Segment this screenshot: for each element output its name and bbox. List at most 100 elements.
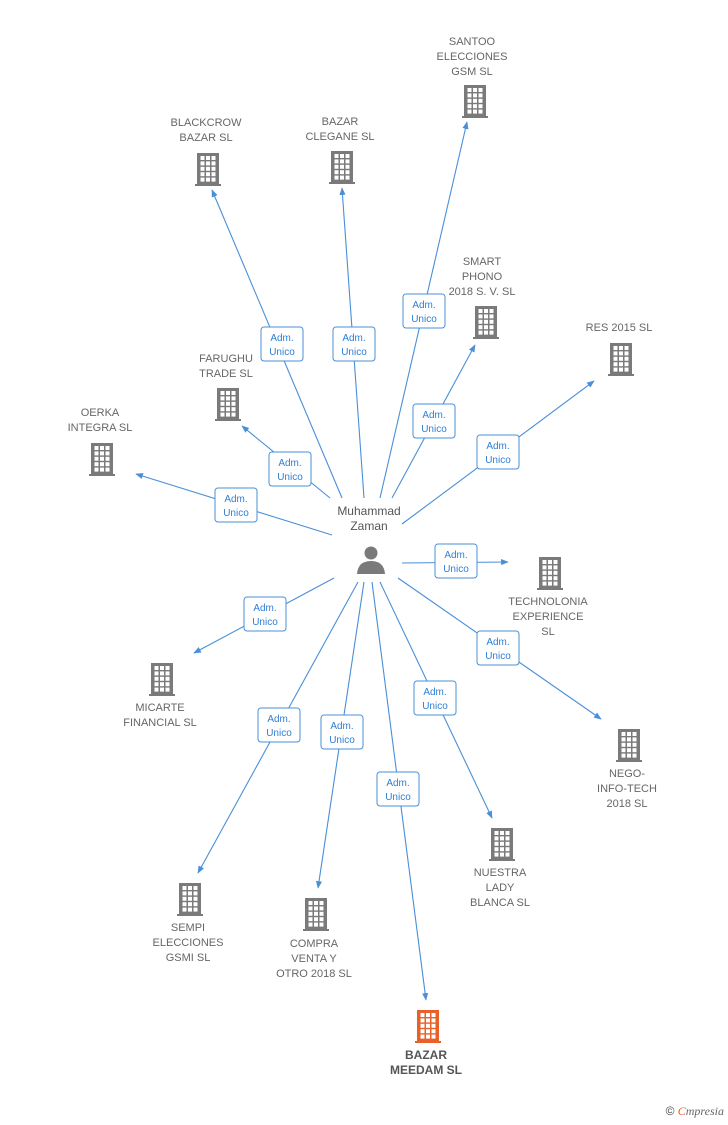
- company-node-micarte[interactable]: MICARTE FINANCIAL SL: [123, 663, 197, 729]
- company-label-blackcrow[interactable]: BAZAR SL: [179, 132, 232, 144]
- company-label-bazar-clegane[interactable]: BAZAR: [322, 116, 359, 128]
- building-icon-window: [426, 1013, 430, 1017]
- company-node-smart-phono[interactable]: SMART PHONO 2018 S. V. SL: [449, 256, 516, 339]
- relation-box-nuestra[interactable]: Adm.Unico: [413, 680, 457, 716]
- company-label-farughu[interactable]: TRADE SL: [199, 368, 253, 380]
- company-node-technolonia[interactable]: TECHNOLONIA EXPERIENCE SL: [508, 557, 588, 638]
- company-label-nuestra[interactable]: LADY: [486, 882, 515, 894]
- person-icon[interactable]: [357, 546, 385, 575]
- company-label-nego[interactable]: 2018 SL: [607, 798, 648, 810]
- company-label-nuestra[interactable]: NUESTRA: [474, 867, 527, 879]
- relation-box-res-2015[interactable]: Adm.Unico: [476, 434, 520, 470]
- relation-box-smart-phono[interactable]: Adm.Unico: [412, 403, 456, 439]
- company-label-technolonia[interactable]: EXPERIENCE: [513, 611, 584, 623]
- building-icon-window: [548, 581, 552, 586]
- relation-box-compra[interactable]: Adm.Unico: [320, 714, 364, 750]
- relation-text: Unico: [411, 314, 437, 325]
- company-label-compra[interactable]: COMPRA: [290, 938, 339, 950]
- building-icon[interactable]: [149, 663, 175, 696]
- building-icon[interactable]: [489, 828, 515, 861]
- company-label-bazar-clegane[interactable]: CLEGANE SL: [305, 131, 374, 143]
- company-node-sempi[interactable]: SEMPI ELECCIONES GSMI SL: [153, 883, 224, 964]
- person-name[interactable]: Muhammad: [337, 504, 400, 518]
- building-icon-window: [206, 156, 210, 160]
- company-label-compra[interactable]: OTRO 2018 SL: [276, 968, 352, 980]
- company-label-oerka[interactable]: INTEGRA SL: [68, 422, 133, 434]
- building-icon-window: [619, 351, 623, 356]
- relation-box-nego[interactable]: Adm.Unico: [476, 630, 520, 666]
- relation-box-santoo[interactable]: Adm.Unico: [402, 293, 446, 329]
- company-node-oerka[interactable]: OERKA INTEGRA SL: [68, 407, 133, 476]
- building-icon-base: [177, 914, 203, 916]
- building-icon[interactable]: [462, 85, 488, 118]
- relation-text: Adm.: [422, 410, 445, 421]
- company-label-micarte[interactable]: MICARTE: [135, 702, 184, 714]
- building-icon[interactable]: [473, 306, 499, 339]
- company-label-technolonia[interactable]: SL: [541, 626, 554, 638]
- building-icon-window: [165, 682, 170, 687]
- building-icon[interactable]: [303, 898, 329, 931]
- building-icon-window: [319, 911, 324, 916]
- company-label-santoo[interactable]: GSM SL: [451, 66, 493, 78]
- relation-box-micarte[interactable]: Adm.Unico: [243, 596, 287, 632]
- relation-box-blackcrow[interactable]: Adm.Unico: [260, 326, 304, 362]
- building-icon-window: [314, 917, 318, 922]
- building-icon[interactable]: [195, 153, 221, 186]
- building-icon-window: [473, 98, 477, 103]
- relation-box-technolonia[interactable]: Adm.Unico: [434, 543, 478, 579]
- company-label-micarte[interactable]: FINANCIAL SL: [123, 717, 197, 729]
- relation-box-farughu[interactable]: Adm.Unico: [268, 451, 312, 487]
- building-icon[interactable]: [329, 151, 355, 184]
- person-name[interactable]: Zaman: [350, 519, 387, 533]
- company-label-res-2015[interactable]: RES 2015 SL: [586, 322, 653, 334]
- building-icon-window: [193, 902, 198, 907]
- building-icon-window: [484, 319, 488, 324]
- building-icon[interactable]: [616, 729, 642, 762]
- company-label-bazar-meedam[interactable]: BAZAR: [405, 1048, 447, 1062]
- building-icon[interactable]: [177, 883, 203, 916]
- building-icon[interactable]: [537, 557, 563, 590]
- company-label-technolonia[interactable]: TECHNOLONIA: [508, 596, 588, 608]
- company-label-sempi[interactable]: ELECCIONES: [153, 937, 224, 949]
- relation-box-frame: [214, 487, 258, 523]
- company-label-sempi[interactable]: SEMPI: [171, 922, 205, 934]
- relation-box-bazar-meedam[interactable]: Adm.Unico: [376, 771, 420, 807]
- company-label-bazar-meedam[interactable]: MEEDAM SL: [390, 1063, 462, 1077]
- building-icon[interactable]: [415, 1010, 441, 1043]
- company-node-compra[interactable]: COMPRA VENTA Y OTRO 2018 SL: [276, 898, 352, 980]
- company-label-nego[interactable]: INFO-TECH: [597, 783, 657, 795]
- building-icon-window: [478, 98, 483, 103]
- company-label-nego[interactable]: NEGO-: [609, 768, 645, 780]
- company-node-bazar-clegane[interactable]: BAZAR CLEGANE SL: [305, 116, 375, 184]
- company-label-oerka[interactable]: OERKA: [81, 407, 120, 419]
- company-label-smart-phono[interactable]: SMART: [463, 256, 502, 268]
- company-label-sempi[interactable]: GSMI SL: [166, 952, 211, 964]
- relation-text: Unico: [277, 472, 303, 483]
- company-node-res-2015[interactable]: RES 2015 SL: [586, 322, 653, 376]
- company-label-farughu[interactable]: FARUGHU: [199, 353, 253, 365]
- company-label-blackcrow[interactable]: BLACKCROW: [171, 117, 243, 129]
- building-icon-window: [505, 831, 510, 835]
- company-node-farughu[interactable]: FARUGHU TRADE SL: [199, 353, 253, 421]
- company-node-nego[interactable]: NEGO- INFO-TECH 2018 SL: [597, 729, 657, 810]
- company-label-smart-phono[interactable]: PHONO: [462, 271, 503, 283]
- building-icon[interactable]: [89, 443, 115, 476]
- company-node-santoo[interactable]: SANTOO ELECCIONES GSM SL: [437, 36, 508, 118]
- company-label-nuestra[interactable]: BLANCA SL: [470, 897, 530, 909]
- company-label-santoo[interactable]: ELECCIONES: [437, 51, 508, 63]
- company-node-nuestra[interactable]: NUESTRA LADY BLANCA SL: [470, 828, 530, 909]
- relation-text: Adm.: [386, 778, 409, 789]
- relation-box-sempi[interactable]: Adm.Unico: [257, 707, 301, 743]
- relation-text: Unico: [266, 728, 292, 739]
- building-icon[interactable]: [215, 388, 241, 421]
- relation-box-bazar-clegane[interactable]: Adm.Unico: [332, 326, 376, 362]
- relation-box-oerka[interactable]: Adm.Unico: [214, 487, 258, 523]
- company-label-compra[interactable]: VENTA Y: [291, 953, 337, 965]
- building-icon[interactable]: [608, 343, 634, 376]
- company-node-blackcrow[interactable]: BLACKCROW BAZAR SL: [171, 117, 243, 186]
- company-label-smart-phono[interactable]: 2018 S. V. SL: [449, 286, 516, 298]
- building-icon-window: [319, 922, 324, 927]
- company-label-santoo[interactable]: SANTOO: [449, 36, 496, 48]
